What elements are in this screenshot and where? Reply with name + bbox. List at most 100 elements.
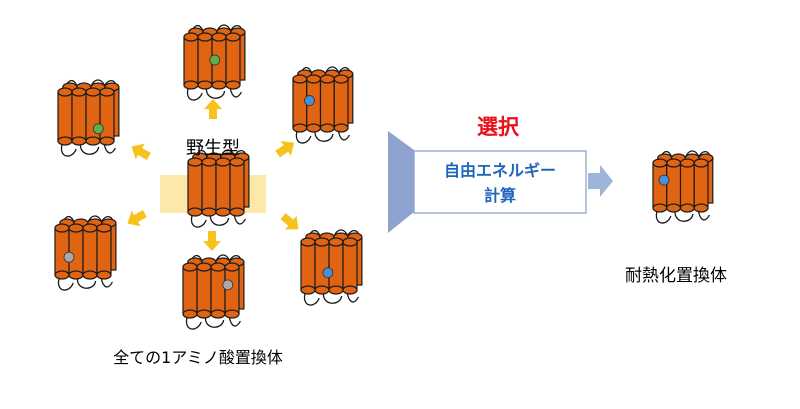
helix-bottom (314, 285, 330, 295)
helix-bottom (300, 285, 316, 295)
helix-top (201, 157, 217, 167)
helix-bottom (224, 309, 240, 319)
helix (229, 161, 245, 213)
helix-top (666, 158, 682, 168)
helix (342, 241, 358, 291)
helix-top (211, 32, 227, 42)
protein-wild-type (187, 149, 250, 228)
helix (224, 266, 240, 315)
helix-bottom (57, 136, 73, 146)
helix-bottom (215, 207, 231, 217)
mutation-arrow (203, 231, 221, 251)
mutation-arrow (204, 99, 222, 119)
helix-top (68, 223, 84, 233)
helix (210, 266, 226, 315)
helix-top (99, 87, 115, 97)
protein-group (54, 24, 714, 330)
helix-top (314, 237, 330, 247)
helix-bottom (693, 203, 709, 213)
helix-bottom (229, 207, 245, 217)
protein-bottom-loops (60, 143, 116, 157)
mutation-dot-blue (322, 267, 334, 279)
helix-top (229, 157, 245, 167)
helix (666, 162, 682, 209)
helix (215, 161, 231, 213)
mutation-arrows (127, 99, 299, 251)
protein-bottom-loops (190, 214, 246, 228)
output-arrow (588, 165, 613, 197)
mutation-dot-gray (222, 279, 234, 291)
helix-top (319, 74, 335, 84)
helix-bottom (319, 123, 335, 133)
helix-top (306, 74, 322, 84)
mutation-dot-blue (658, 174, 670, 186)
helix-bottom (182, 309, 198, 319)
helix-top (210, 262, 226, 272)
helix-bottom (292, 123, 308, 133)
helix-top (183, 32, 199, 42)
helix-top (82, 223, 98, 233)
helix-top (187, 157, 203, 167)
helix-top (224, 262, 240, 272)
helix-bottom (211, 80, 227, 90)
calc-label-line2: 計算 (484, 186, 516, 205)
protein-bottom-loops (303, 292, 359, 306)
selection-label: 選択 (477, 115, 520, 139)
helix (96, 227, 112, 276)
helix (333, 78, 349, 129)
all-mutants-label: 全ての1アミノ酸置換体 (113, 348, 283, 367)
helix (182, 266, 198, 315)
helix-top (54, 223, 70, 233)
helix-bottom (82, 270, 98, 280)
protein-lower-left (54, 215, 117, 291)
helix-top (197, 32, 213, 42)
mutation-arrow (280, 213, 299, 230)
helix-top (300, 237, 316, 247)
helix-top (215, 157, 231, 167)
protein-bottom-loops (295, 130, 350, 144)
helix-bottom (85, 136, 101, 146)
helix-top (196, 262, 212, 272)
protein-bottom (182, 254, 245, 330)
helix-top (342, 237, 358, 247)
helix-bottom (99, 136, 115, 146)
helix-bottom (328, 285, 344, 295)
helix-bottom (96, 270, 112, 280)
protein-result (652, 150, 714, 224)
selection-funnel (388, 131, 414, 233)
helix (99, 91, 115, 142)
helix (319, 78, 335, 129)
protein-lower-right (300, 229, 363, 306)
calc-label-line1: 自由エネルギー (444, 161, 556, 180)
protein-top (183, 24, 246, 101)
helix-bottom (210, 309, 226, 319)
helix-bottom (71, 136, 87, 146)
helix (693, 162, 709, 209)
helix-bottom (197, 80, 213, 90)
helix (183, 36, 199, 86)
wild-type-label: 野生型 (186, 138, 240, 159)
protein-bottom-loops (185, 316, 241, 330)
protein-bottom-loops (57, 277, 113, 291)
helix (82, 227, 98, 276)
helix (292, 78, 308, 129)
helix-top (679, 158, 695, 168)
helix (314, 241, 330, 291)
free-energy-calculation-box (413, 150, 587, 214)
helix-bottom (225, 80, 241, 90)
mutation-dot-gray (63, 251, 75, 263)
helix-bottom (54, 270, 70, 280)
result-label: 耐熱化置換体 (625, 266, 727, 286)
helix (68, 227, 84, 276)
helix-top (57, 87, 73, 97)
helix (201, 161, 217, 213)
helix (300, 241, 316, 291)
helix-bottom (187, 207, 203, 217)
helix-bottom (652, 203, 668, 213)
protein-upper-right (292, 66, 354, 144)
helix-bottom (183, 80, 199, 90)
helix-top (225, 32, 241, 42)
helix-bottom (333, 123, 349, 133)
helix (54, 227, 70, 276)
